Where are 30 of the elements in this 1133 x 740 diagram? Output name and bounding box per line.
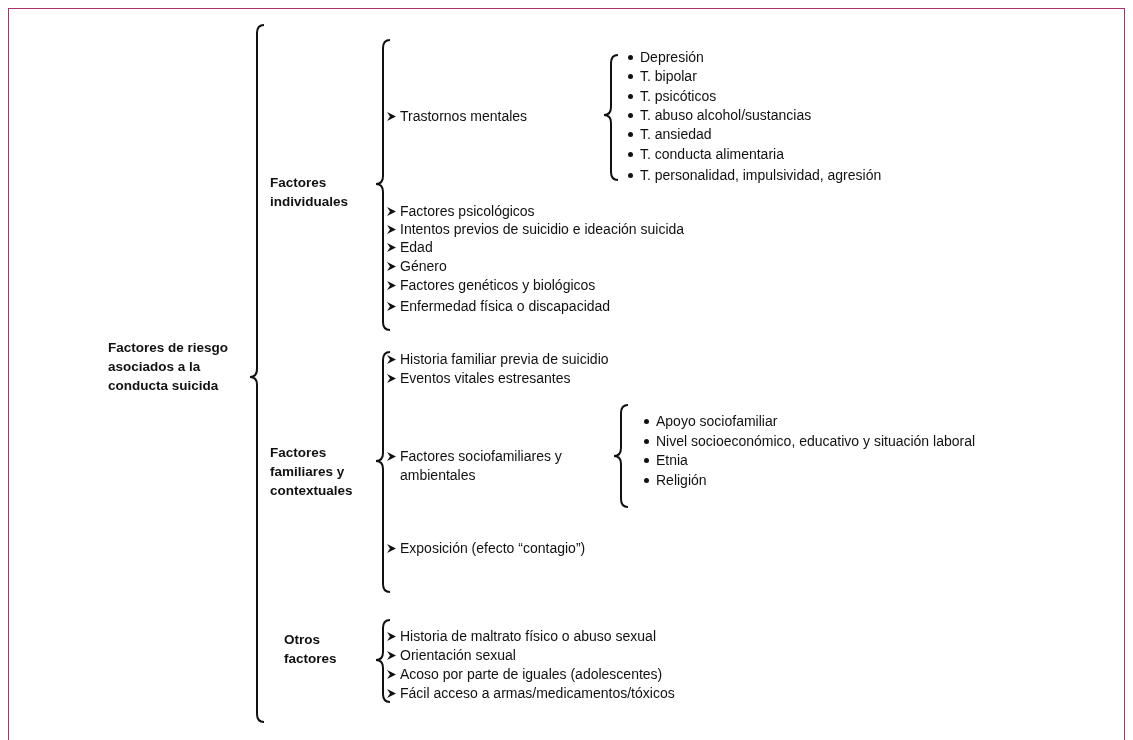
list-item: Edad <box>400 237 433 257</box>
list-item: T. abuso alcohol/sustancias <box>640 105 812 125</box>
category-heading: Factores de riesgo asociados a la conducta suicida <box>108 338 230 395</box>
list-item: Historia familiar previa de suicidio <box>400 349 609 369</box>
list-item: Factores psicológicos <box>400 201 535 221</box>
category-heading: Factores individuales <box>270 173 350 211</box>
list-item: Intentos previos de suicidio e ideación suicida <box>400 219 685 239</box>
list-item: Factores sociofamiliares y ambientales <box>400 446 563 485</box>
category-heading: Otros factores <box>284 630 338 668</box>
list-item: Apoyo sociofamiliar <box>656 411 778 431</box>
list-item: Eventos vitales estresantes <box>400 368 571 388</box>
list-item: Orientación sexual <box>400 645 516 665</box>
list-item: T. ansiedad <box>640 124 712 144</box>
list-item: T. bipolar <box>640 66 697 86</box>
list-item: Factores genéticos y biológicos <box>400 275 596 295</box>
list-item: Trastornos mentales <box>400 106 528 126</box>
list-item: Historia de maltrato físico o abuso sexual <box>400 626 656 646</box>
list-item: Nivel socioeconómico, educativo y situación laboral <box>656 431 976 451</box>
list-item: Género <box>400 256 447 276</box>
list-item: Fácil acceso a armas/medicamentos/tóxicos <box>400 683 675 703</box>
list-item: Depresión <box>640 47 704 67</box>
list-item: T. conducta alimentaria <box>640 144 784 164</box>
list-item: Enfermedad física o discapacidad <box>400 296 611 316</box>
list-item: Acoso por parte de iguales (adolescentes) <box>400 664 663 684</box>
list-item: T. psicóticos <box>640 86 717 106</box>
list-item: Religión <box>656 470 707 490</box>
list-item: Exposición (efecto “contagio”) <box>400 538 586 558</box>
list-item: Etnia <box>656 450 688 470</box>
category-heading: Factores familiares y contextuales <box>270 443 354 500</box>
list-item: T. personalidad, impulsividad, agresión <box>640 165 882 185</box>
